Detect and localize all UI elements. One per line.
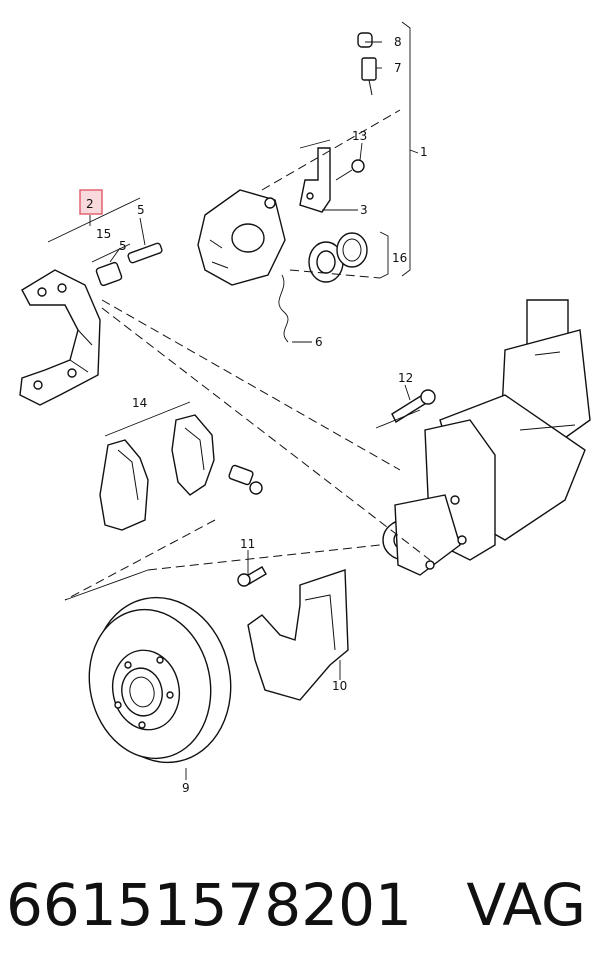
caliper-bracket-plate (299, 147, 365, 213)
pad-wear-sensor-wire (278, 274, 289, 343)
callout-5b: 5 (119, 239, 127, 253)
guide-bushing (95, 242, 163, 287)
brake-assembly-diagram: 1 2 3 5 5 6 7 8 9 10 11 12 13 14 15 16 (19, 21, 591, 795)
part-number: 66151578201 (6, 871, 412, 939)
wear-sensor-connector (228, 464, 263, 495)
piston-seal-ring (308, 232, 368, 283)
brand-name: VAG (466, 871, 586, 939)
bleed-valve (357, 32, 377, 96)
callout-10: 10 (332, 679, 347, 693)
footer: 66151578201 VAG (0, 860, 600, 950)
callout-8: 8 (394, 35, 402, 49)
callout-15: 15 (96, 227, 111, 241)
hub-bolt (391, 389, 436, 424)
callout-7: 7 (394, 61, 402, 75)
leader-lines (89, 41, 411, 780)
callout-2-highlight (79, 189, 103, 215)
callout-12: 12 (398, 371, 413, 385)
callout-14: 14 (132, 396, 147, 410)
brake-dust-shield (247, 569, 349, 701)
callout-11: 11 (240, 537, 255, 551)
brake-caliper (197, 189, 286, 286)
shield-bolt (237, 566, 267, 587)
strut-and-steering-knuckle (382, 299, 591, 576)
callout-2: 2 (86, 197, 94, 211)
brake-pad-inner (171, 414, 215, 496)
callout-5a: 5 (137, 203, 145, 217)
brake-disc (88, 596, 232, 764)
group-brackets (47, 21, 421, 601)
callout-16: 16 (392, 251, 407, 265)
callout-9: 9 (182, 781, 190, 795)
caliper-carrier-bracket (19, 269, 101, 406)
brake-pad-outer (99, 439, 149, 531)
callout-13: 13 (352, 129, 367, 143)
callout-1: 1 (420, 145, 428, 159)
assembly-lines (64, 109, 431, 601)
callout-6: 6 (315, 335, 323, 349)
callout-3: 3 (360, 203, 368, 217)
